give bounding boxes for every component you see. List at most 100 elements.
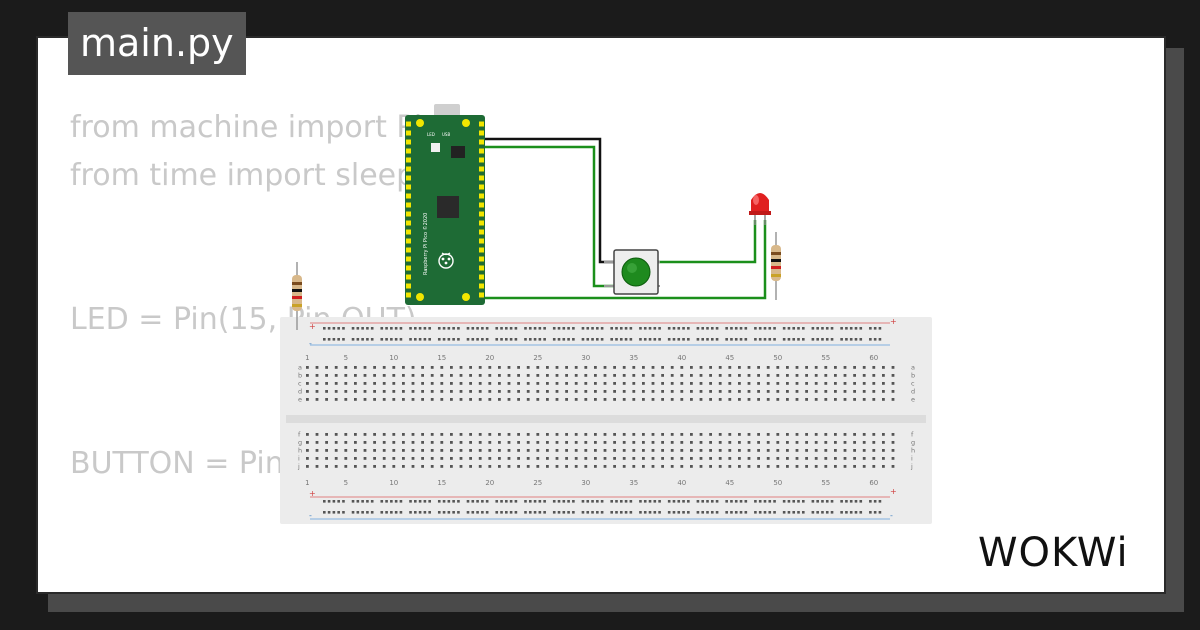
breadboard-hole <box>701 500 705 503</box>
breadboard: 1155101015152020252530303535404045455050… <box>280 317 932 524</box>
breadboard-hole <box>526 398 530 401</box>
pico-pin-left <box>406 175 411 181</box>
breadboard-hole <box>505 338 508 341</box>
breadboard-hole <box>853 382 856 385</box>
breadboard-hole <box>696 500 700 503</box>
breadboard-hole <box>613 465 616 468</box>
breadboard-hole <box>354 433 357 436</box>
breadboard-hole <box>447 338 451 341</box>
breadboard-hole <box>786 390 789 393</box>
breadboard-hole <box>768 327 772 330</box>
breadboard-hole <box>710 500 714 503</box>
breadboard-hole <box>514 327 518 330</box>
rail-plus: + <box>890 487 897 496</box>
breadboard-hole <box>622 457 626 460</box>
breadboard-hole <box>421 366 424 369</box>
breadboard-hole <box>699 433 703 436</box>
breadboard-hole <box>872 457 876 460</box>
breadboard-hole <box>581 500 585 503</box>
breadboard-hole <box>363 366 367 369</box>
file-tab[interactable]: main.py <box>68 12 246 75</box>
breadboard-hole <box>392 398 396 401</box>
breadboard-hole <box>747 457 751 460</box>
breadboard-hole <box>805 465 808 468</box>
breadboard-hole <box>811 511 815 514</box>
breadboard-hole <box>574 390 578 393</box>
breadboard-hole <box>843 382 847 385</box>
breadboard-hole <box>642 441 645 444</box>
breadboard-hole <box>517 457 520 460</box>
breadboard-hole <box>546 398 549 401</box>
breadboard-hole <box>478 457 482 460</box>
breadboard-hole <box>356 338 360 341</box>
breadboard-hole <box>325 398 328 401</box>
breadboard-hole <box>639 338 642 341</box>
breadboard-hole <box>709 398 712 401</box>
breadboard-hole <box>869 327 872 330</box>
breadboard-hole <box>385 338 388 341</box>
breadboard-hole <box>734 511 738 514</box>
pico-pin-left <box>406 238 411 244</box>
breadboard-hole <box>661 441 664 444</box>
breadboard-hole <box>306 433 309 436</box>
breadboard-hole <box>421 433 424 436</box>
breadboard-hole <box>363 449 367 452</box>
breadboard-hole <box>315 449 319 452</box>
breadboard-hole <box>744 500 748 503</box>
red-led[interactable] <box>749 193 771 225</box>
breadboard-hole <box>538 327 542 330</box>
breadboard-hole <box>586 338 590 341</box>
breadboard-hole <box>533 500 537 503</box>
breadboard-hole <box>757 449 760 452</box>
breadboard-hole <box>642 382 645 385</box>
breadboard-hole <box>457 327 460 330</box>
breadboard-hole <box>471 338 475 341</box>
breadboard-hole <box>421 382 424 385</box>
breadboard-hole <box>814 457 818 460</box>
breadboard-hole <box>843 366 847 369</box>
column-number: 10 <box>389 354 398 362</box>
breadboard-hole <box>816 338 819 341</box>
breadboard-hole <box>373 441 376 444</box>
breadboard-hole <box>552 511 556 514</box>
breadboard-hole <box>594 449 597 452</box>
breadboard-hole <box>533 338 537 341</box>
breadboard-hole <box>450 433 453 436</box>
pico-pin-right <box>479 247 484 253</box>
breadboard-hole <box>411 398 415 401</box>
breadboard-hole <box>452 500 455 503</box>
breadboard-hole <box>680 457 684 460</box>
breadboard-hole <box>622 441 626 444</box>
breadboard-hole <box>500 338 503 341</box>
breadboard-hole <box>661 390 664 393</box>
breadboard-hole <box>891 449 895 452</box>
breadboard-hole <box>361 511 364 514</box>
breadboard-hole <box>536 441 540 444</box>
breadboard-hole <box>498 465 501 468</box>
breadboard-hole <box>543 500 546 503</box>
breadboard-hole <box>440 433 444 436</box>
breadboard-hole <box>680 441 684 444</box>
pico-board: USB LED Raspberry Pi Pico ©2020 <box>405 104 485 305</box>
breadboard-hole <box>795 390 799 393</box>
breadboard-hole <box>840 327 843 330</box>
breadboard-hole <box>845 500 848 503</box>
breadboard-hole <box>466 338 470 341</box>
breadboard-hole <box>690 374 693 377</box>
breadboard-hole <box>891 374 895 377</box>
breadboard-hole <box>651 390 655 393</box>
breadboard-hole <box>488 382 492 385</box>
breadboard-hole <box>323 511 326 514</box>
breadboard-hole <box>361 338 364 341</box>
breadboard-hole <box>423 338 427 341</box>
breadboard-hole <box>653 338 657 341</box>
breadboard-hole <box>500 511 503 514</box>
breadboard-hole <box>325 382 328 385</box>
breadboard-hole <box>315 398 319 401</box>
wokwi-logo: WOKWi <box>978 528 1148 580</box>
breadboard-hole <box>469 457 472 460</box>
breadboard-hole <box>661 457 664 460</box>
push-button[interactable] <box>604 249 660 295</box>
breadboard-hole <box>792 338 796 341</box>
